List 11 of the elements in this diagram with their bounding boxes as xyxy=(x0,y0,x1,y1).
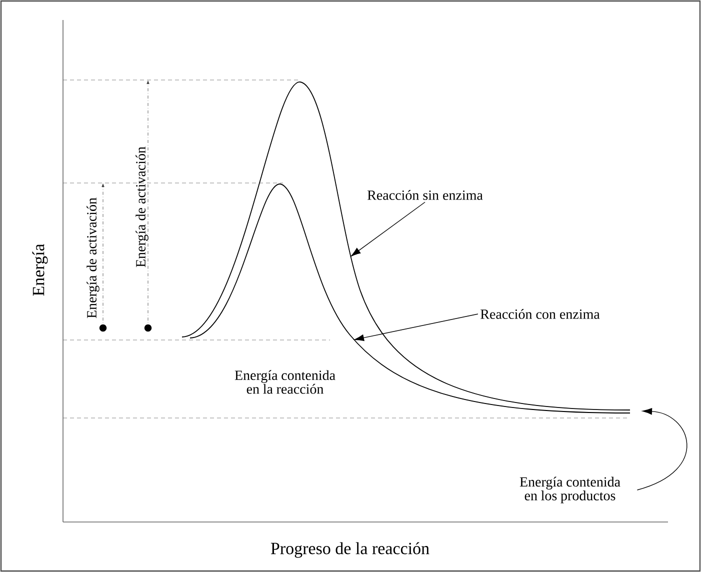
leader-arrow xyxy=(354,314,478,342)
note-text: Energía contenida en la reacción xyxy=(234,370,336,394)
callout-text: Reacción con enzima xyxy=(480,309,600,319)
leader-arrow xyxy=(636,408,688,490)
axis-label: Energía xyxy=(32,244,48,296)
callout-text: Energía contenida en los productos xyxy=(520,476,620,504)
leader-arrow xyxy=(351,202,426,256)
callout-text: Reacción sin enzima xyxy=(368,190,483,200)
axis-label: Progreso de la reacción xyxy=(270,542,430,558)
dimension-label: Energía de activación xyxy=(136,146,148,268)
dimension-label: Energía de activación xyxy=(86,198,100,318)
